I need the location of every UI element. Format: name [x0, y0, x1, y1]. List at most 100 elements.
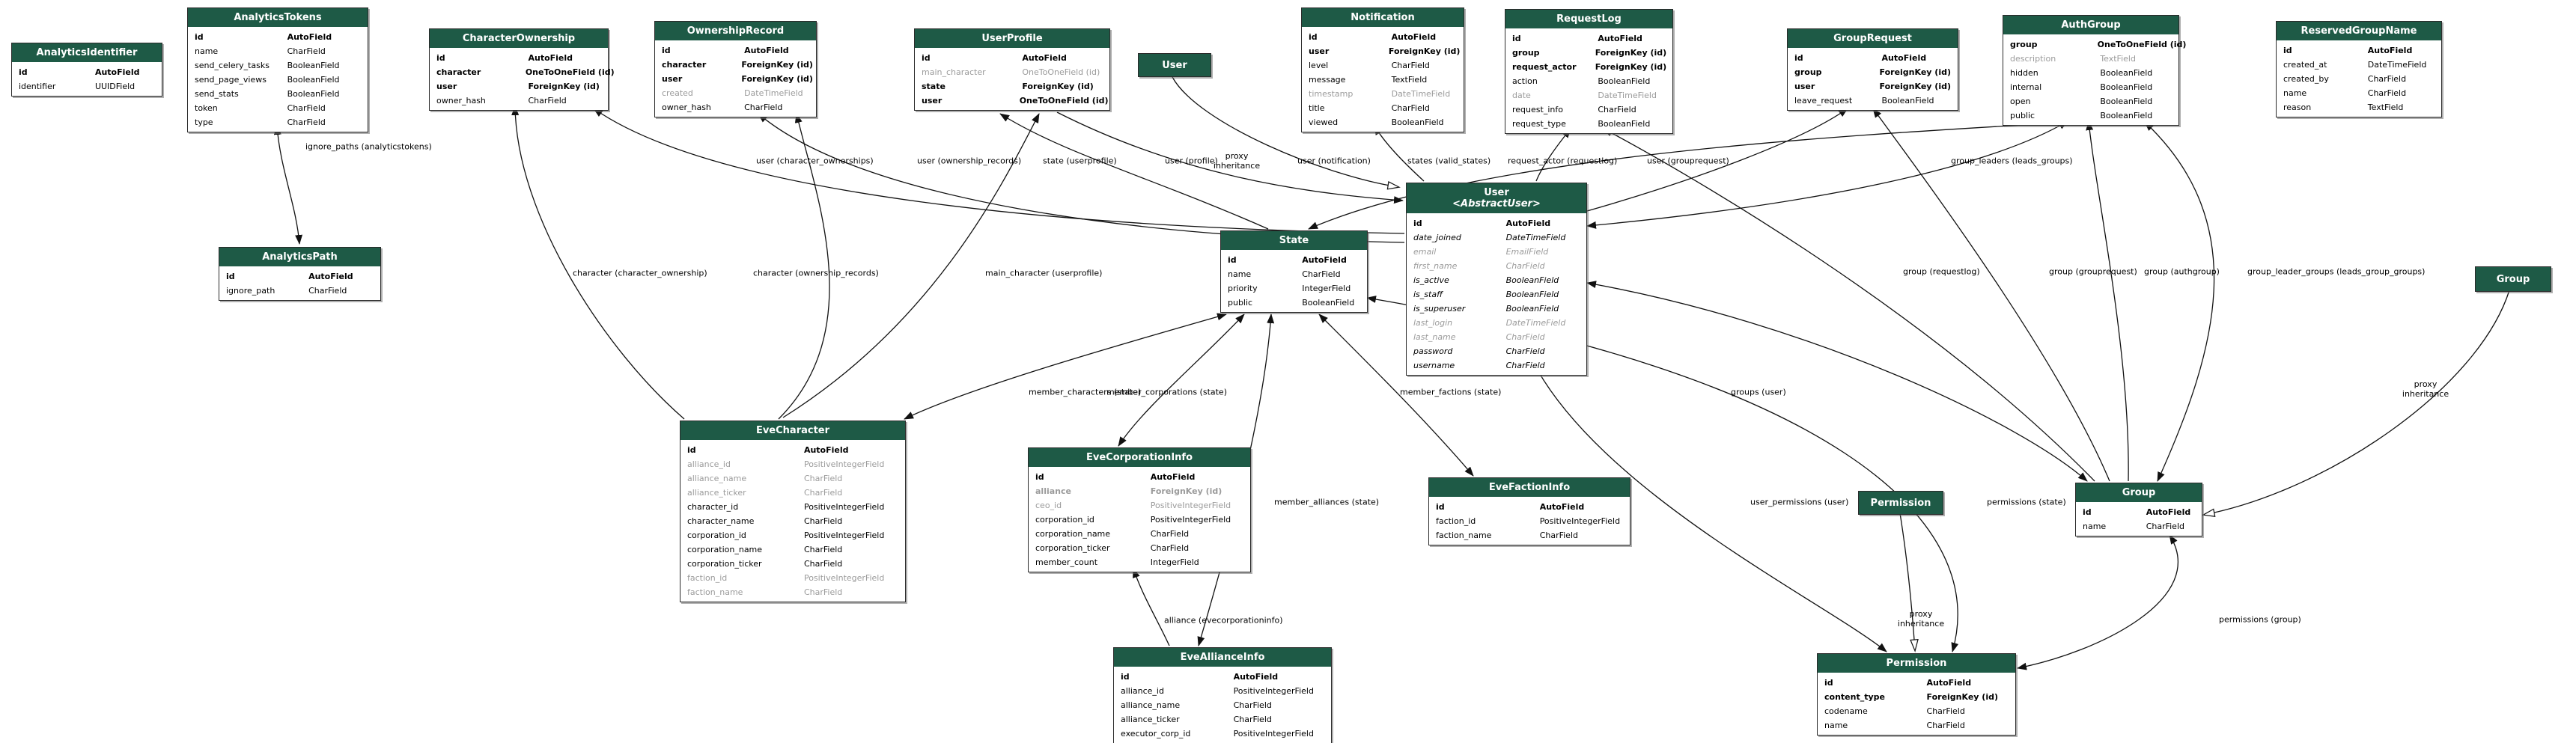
field-name: ignore_path — [226, 286, 275, 296]
field-name: group — [1512, 48, 1540, 58]
field-name: reason — [2283, 103, 2312, 112]
edge-label: user (ownership_records) — [917, 156, 1022, 166]
field-name: corporation_id — [1035, 515, 1094, 525]
field-type: IntegerField — [1302, 284, 1351, 293]
field-type: DateTimeField — [1598, 91, 1657, 100]
relationship-edge — [1586, 120, 2068, 229]
field-type: CharField — [1150, 529, 1190, 539]
field-name: corporation_ticker — [687, 559, 762, 569]
field-name: id — [1228, 255, 1237, 265]
field-type: BooleanField — [287, 89, 340, 99]
field-name: id — [436, 53, 445, 63]
model-title-text: OwnershipRecord — [686, 25, 785, 37]
field-name: alliance_name — [687, 474, 747, 483]
model-title-text: User — [1484, 187, 1509, 198]
field-type: BooleanField — [1391, 117, 1444, 127]
field-name: is_staff — [1413, 290, 1443, 299]
field-name: id — [687, 445, 696, 455]
field-name: codename — [1824, 706, 1868, 716]
relationship-edge — [2017, 534, 2179, 670]
field-name: corporation_id — [687, 531, 746, 540]
field-type: PositiveIntegerField — [803, 573, 885, 583]
field-type: AutoField — [1598, 34, 1642, 43]
field-type: CharField — [528, 96, 567, 106]
field-type: CharField — [803, 545, 843, 554]
model-title-text: EveAllianceInfo — [1180, 652, 1265, 663]
field-name: corporation_name — [1035, 529, 1111, 539]
field-type: AutoField — [2146, 507, 2191, 517]
field-name: level — [1309, 61, 1329, 70]
field-name: alliance_name — [1121, 700, 1181, 710]
field-name: id — [922, 53, 931, 63]
field-type: AutoField — [1302, 255, 1347, 265]
field-name: id — [662, 46, 671, 55]
field-name: last_name — [1413, 332, 1456, 342]
field-name: group — [2010, 40, 2038, 49]
edge-label: ignore_paths (analyticstokens) — [305, 141, 432, 152]
field-type: BooleanField — [2100, 82, 2153, 92]
field-type: TextField — [2100, 54, 2136, 64]
field-name: id — [226, 272, 235, 281]
field-name: member_count — [1035, 557, 1098, 567]
edge-label: permissions (state) — [1987, 497, 2066, 507]
field-name: hidden — [2010, 68, 2038, 78]
field-name: alliance_ticker — [687, 488, 746, 498]
field-type: CharField — [287, 46, 326, 56]
field-type: PositiveIntegerField — [1233, 686, 1314, 696]
field-name: character — [662, 60, 707, 70]
field-name: type — [195, 117, 213, 127]
field-name: internal — [2010, 82, 2042, 92]
field-type: CharField — [1598, 105, 1636, 114]
field-type: ForeignKey (id) — [741, 60, 813, 70]
relationship-edge — [1374, 125, 1425, 182]
field-type: AutoField — [803, 445, 849, 455]
field-type: CharField — [1505, 332, 1545, 342]
field-name: request_type — [1512, 119, 1566, 129]
field-name: alliance — [1035, 486, 1071, 496]
field-name: leave_request — [1794, 96, 1853, 106]
field-type: CharField — [803, 488, 843, 498]
edge-label: member_alliances (state) — [1274, 497, 1380, 507]
field-type: BooleanField — [2100, 97, 2153, 106]
edge-label: state (userprofile) — [1043, 156, 1117, 166]
field-type: DateTimeField — [1391, 89, 1451, 99]
field-type: AutoField — [1881, 53, 1927, 63]
field-name: is_active — [1413, 275, 1449, 285]
model-title-text: Permission — [1886, 658, 1947, 669]
model-title: Group — [2076, 483, 2202, 504]
edge-label: states (valid_states) — [1407, 156, 1491, 166]
model-title-text: UserProfile — [981, 33, 1043, 44]
field-row: character ForeignKey (id) — [655, 58, 816, 72]
